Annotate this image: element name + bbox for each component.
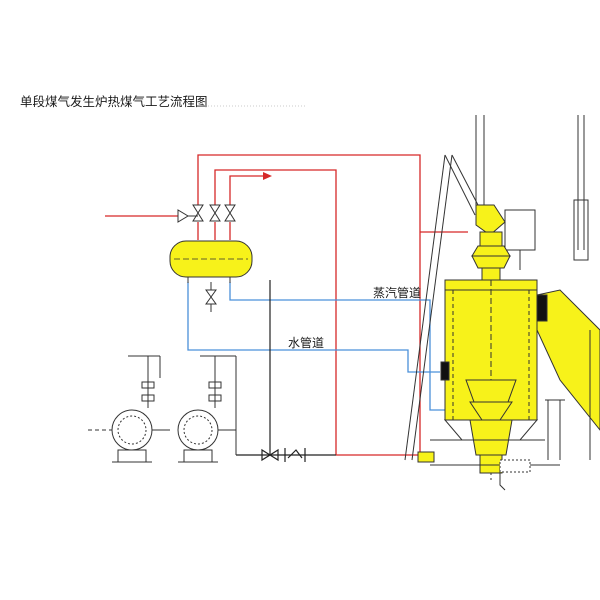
- gas-outlet-duct: [536, 289, 600, 460]
- pump-right: [88, 355, 237, 463]
- check-valve-icon: [287, 449, 303, 459]
- steam-valves: [177, 204, 236, 312]
- gasifier-frame: [404, 115, 589, 461]
- pump-left: [111, 355, 170, 463]
- water-jacket-line: [229, 282, 445, 411]
- steam-loop-right: [336, 232, 421, 456]
- steam-pipe-label: 蒸汽管道: [373, 285, 421, 300]
- feeder-hopper: [475, 204, 506, 236]
- valve-icon: [209, 204, 221, 222]
- valve-icon: [192, 204, 204, 222]
- gate-valve-icon: [261, 448, 279, 462]
- steam-flow-arrow: [263, 172, 272, 180]
- steam-header-line: [197, 154, 421, 232]
- ash-pan: [417, 419, 560, 491]
- valve-icon: [224, 204, 236, 222]
- steam-drum: [169, 240, 253, 283]
- steam-pipes: [105, 154, 468, 456]
- grate: [465, 379, 517, 403]
- gasifier-body: [440, 279, 538, 480]
- water-pipe-label: 水管道: [288, 335, 324, 350]
- steam-vent-line: [229, 175, 263, 205]
- pump-line: [236, 280, 336, 462]
- blower: [417, 451, 435, 463]
- water-pipes: [187, 282, 445, 411]
- coal-feeder: [471, 204, 511, 281]
- diagram-title: 单段煤气发生炉热煤气工艺流程图: [20, 94, 208, 109]
- water-supply-line: [187, 282, 440, 373]
- poke-hole: [440, 361, 450, 381]
- outlet-pipe: [536, 289, 600, 431]
- inlet-check-valve-icon: [177, 209, 189, 223]
- steam-return-line: [214, 169, 337, 455]
- drain-valve-icon: [205, 289, 217, 305]
